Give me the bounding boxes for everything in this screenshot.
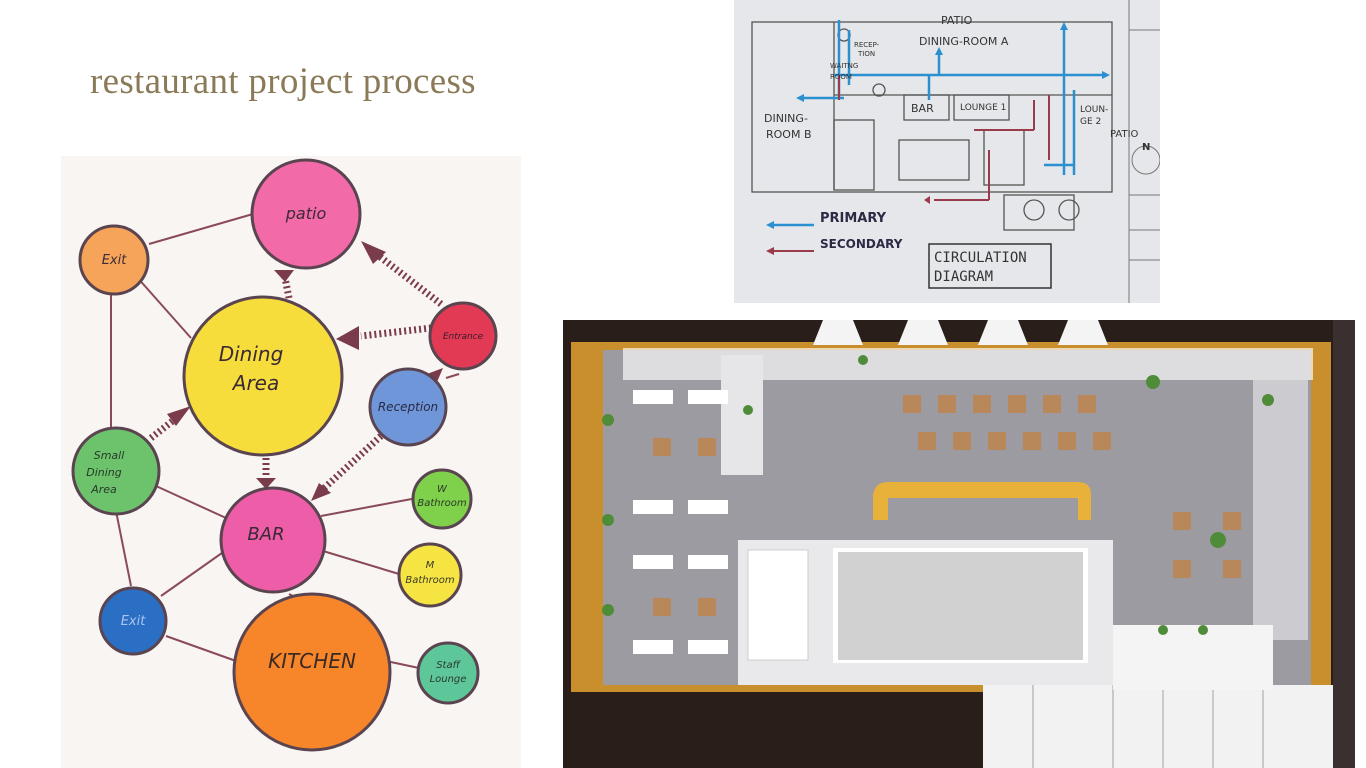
node-label: Entrance (443, 332, 484, 342)
node-w-bathroom: W Bathroom (411, 468, 473, 530)
label-lounge-2a: LOUN- (1080, 105, 1108, 115)
node-entrance: Entrance (428, 301, 498, 371)
arrow-heads (167, 241, 443, 501)
circulation-diagram-image: PATIO DINING-ROOM A RECEP- TION WAITNG R… (734, 0, 1160, 303)
node-label: patio (285, 204, 327, 223)
page-title: restaurant project process (90, 61, 476, 102)
bubble-diagram: patio Exit Dining Area Entrance Receptio… (71, 158, 498, 752)
node-exit-bottom: Exit (98, 586, 168, 656)
node-label: Exit (121, 614, 147, 629)
dining-tables (653, 395, 1241, 616)
label-reception-2: TION (857, 50, 875, 58)
node-label-line2: Bathroom (405, 575, 455, 586)
label-patio-right: PATIO (1110, 129, 1139, 140)
node-dining-area: Dining Area (182, 295, 344, 457)
diagram-title-line2: DIAGRAM (934, 269, 993, 285)
circulation-diagram: PATIO DINING-ROOM A RECEP- TION WAITNG R… (734, 0, 1160, 303)
label-lounge-2b: GE 2 (1080, 117, 1101, 127)
floor-plan-render (563, 320, 1355, 768)
node-label-line2: Area (231, 371, 279, 395)
label-waiting: WAITNG (830, 62, 858, 70)
label-dining-room-b: DINING- (764, 112, 808, 125)
diagram-title-line1: CIRCULATION (934, 250, 1027, 266)
label-dining-room-a: DINING-ROOM A (919, 35, 1009, 48)
label-patio-top: PATIO (941, 14, 973, 27)
node-bar: BAR (219, 486, 327, 594)
node-label: BAR (247, 524, 284, 545)
node-reception: Reception (368, 367, 448, 447)
legend-primary: PRIMARY (820, 211, 887, 226)
node-kitchen: KITCHEN (232, 592, 392, 752)
bubble-diagram-image: patio Exit Dining Area Entrance Receptio… (61, 156, 521, 768)
booth-tables (633, 390, 728, 654)
floor-plan-render-image (563, 320, 1355, 768)
label-dining-room-b-2: ROOM B (766, 128, 812, 141)
label-waiting-2: ROOM (830, 73, 852, 81)
circulation-labels: PATIO DINING-ROOM A RECEP- TION WAITNG R… (764, 14, 1150, 251)
node-staff-lounge: Staff Lounge (416, 641, 480, 705)
connector-lines (110, 213, 460, 669)
node-label-line3: Area (90, 483, 117, 496)
node-patio: patio (250, 158, 362, 270)
node-m-bathroom: M Bathroom (397, 542, 463, 608)
node-small-dining-area: Small Dining Area (71, 426, 161, 516)
node-label: Exit (102, 253, 128, 268)
node-label-line1: Staff (436, 660, 461, 671)
primary-arrows (148, 253, 444, 494)
node-label-line2: Lounge (430, 674, 467, 685)
node-label-line1: Small (94, 449, 125, 462)
node-exit-top: Exit (78, 224, 150, 296)
node-label: KITCHEN (268, 649, 356, 673)
label-lounge-1: LOUNGE 1 (960, 103, 1006, 113)
node-label-line1: Dining (219, 342, 284, 366)
label-bar: BAR (911, 102, 934, 115)
node-label-line2: Dining (86, 466, 122, 479)
north-arrow-label: N (1142, 142, 1150, 153)
node-label-line1: W (437, 484, 448, 495)
legend-secondary: SECONDARY (820, 237, 903, 251)
node-label: Reception (378, 400, 438, 414)
node-label-line2: Bathroom (417, 498, 467, 509)
node-label-line1: M (426, 560, 435, 571)
label-reception: RECEP- (854, 41, 880, 49)
